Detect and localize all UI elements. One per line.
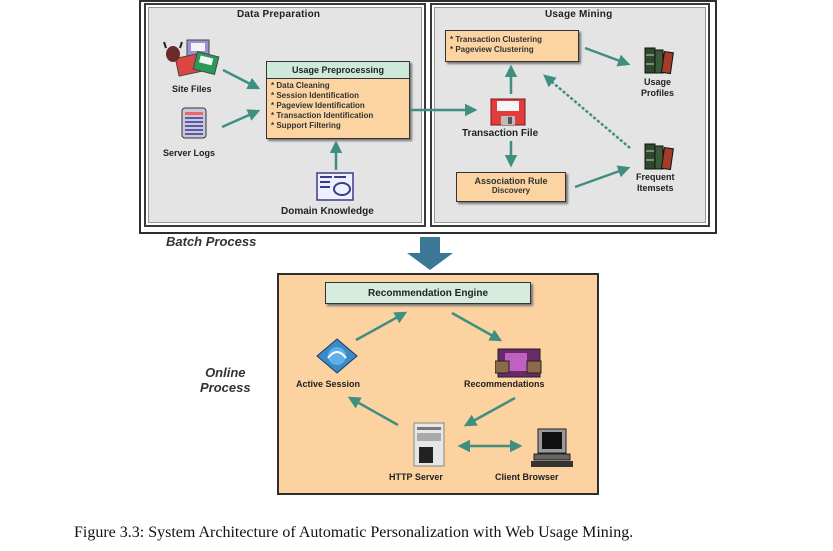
- arrow-engine-to-recommendations: [451, 311, 503, 342]
- site-files-icon: [163, 38, 223, 80]
- transaction-file-label: Transaction File: [462, 128, 539, 139]
- figure-caption: Figure 3.3: System Architecture of Autom…: [74, 524, 634, 541]
- arrow-server-logs-to-preprocessing: [221, 109, 261, 129]
- usage-preprocessing-list: Data Cleaning Session Identification Pag…: [267, 79, 409, 133]
- usage-mining-title: Usage Mining: [545, 9, 613, 20]
- recommendation-engine-box: Recommendation Engine: [325, 282, 531, 304]
- domain-knowledge-icon: [316, 172, 356, 202]
- arrow-session-to-engine: [355, 311, 408, 342]
- association-rule-box: Association Rule Discovery: [456, 172, 566, 202]
- usage-preprocessing-box: Usage Preprocessing Data Cleaning Sessio…: [266, 61, 410, 139]
- list-item: Session Identification: [271, 91, 405, 101]
- batch-process-label: Batch Process: [166, 234, 257, 249]
- http-server-icon: [411, 422, 447, 467]
- usage-profiles-label: Usage Profiles: [641, 77, 675, 98]
- list-item: Transaction Identification: [271, 111, 405, 121]
- recommendation-engine-label: Recommendation Engine: [367, 288, 488, 299]
- arrow-association-to-itemsets: [574, 165, 631, 189]
- http-server-label: HTTP Server: [389, 472, 443, 482]
- frequent-itemsets-icon: [643, 142, 675, 171]
- active-session-icon: [316, 338, 358, 374]
- list-item: Pageview Clustering: [450, 45, 574, 55]
- usage-preprocessing-title: Usage Preprocessing: [267, 62, 409, 79]
- list-item: Support Filtering: [271, 121, 405, 131]
- recommendations-label: Recommendations: [464, 379, 545, 389]
- client-browser-icon: [530, 428, 574, 468]
- recommendations-icon: [494, 347, 543, 381]
- server-logs-label: Server Logs: [163, 148, 216, 158]
- arrow-clustering-to-usage-profiles: [584, 46, 631, 67]
- association-rule-line1: Association Rule: [474, 176, 548, 186]
- frequent-itemsets-label: Frequent Itemsets: [636, 172, 675, 193]
- data-preparation-title: Data Preparation: [237, 9, 321, 20]
- arrow-recommendations-to-server: [463, 396, 516, 427]
- clustering-box: Transaction Clustering Pageview Clusteri…: [445, 30, 579, 62]
- online-process-label: Online Process: [200, 365, 251, 395]
- active-session-label: Active Session: [296, 379, 361, 389]
- site-files-label: Site Files: [172, 84, 212, 94]
- arrow-site-files-to-preprocessing: [222, 68, 261, 90]
- transaction-file-icon: [490, 98, 526, 126]
- association-rule-line2: Discovery: [491, 186, 531, 195]
- usage-profiles-icon: [643, 46, 675, 75]
- domain-knowledge-label: Domain Knowledge: [281, 206, 374, 217]
- list-item: Data Cleaning: [271, 81, 405, 91]
- big-down-arrow-icon: [405, 237, 455, 271]
- server-logs-icon: [181, 107, 207, 139]
- list-item: Pageview Identification: [271, 101, 405, 111]
- client-browser-label: Client Browser: [495, 472, 559, 482]
- list-item: Transaction Clustering: [450, 35, 574, 45]
- arrow-server-to-session: [347, 396, 399, 427]
- arrow-itemsets-to-clustering: [543, 74, 631, 149]
